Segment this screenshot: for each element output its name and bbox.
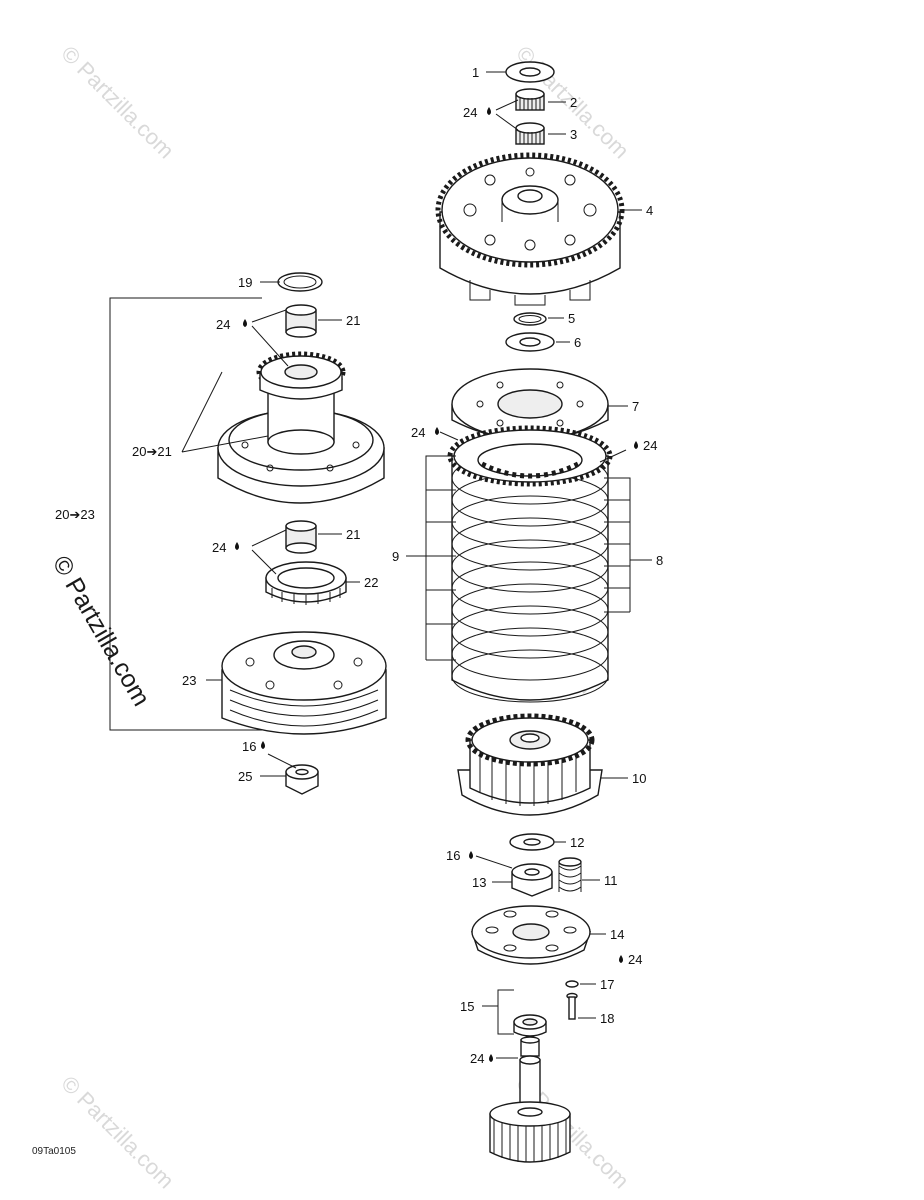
callout-24-bearings: 24	[463, 105, 477, 120]
part-18-screw	[566, 992, 578, 1020]
part-13-nut	[511, 863, 553, 897]
callout-22: 22	[364, 575, 378, 590]
callout-17: 17	[600, 977, 614, 992]
callout-9: 9	[392, 549, 399, 564]
watermark-main: © Partzilla.com	[47, 551, 155, 711]
drop-icon	[469, 851, 473, 859]
callout-10: 10	[632, 771, 646, 786]
callout-24-plate-left: 24	[411, 425, 425, 440]
callout-24-shaft: 24	[470, 1051, 484, 1066]
part-4-clutch-housing-gear	[435, 152, 625, 306]
part-12-washer	[509, 833, 555, 851]
callout-6: 6	[574, 335, 581, 350]
callout-24-upper-bushing: 24	[216, 317, 230, 332]
part-19-ring	[277, 272, 323, 292]
callout-labels: 1 2 24 3 4 5 6 7 24 24 8 9 10 12 16 13 1…	[55, 65, 663, 1066]
drop-icon	[619, 955, 623, 963]
part-3-needle-bearing	[515, 122, 545, 145]
part-1-washer	[505, 61, 555, 83]
callout-8: 8	[656, 553, 663, 568]
part-25-nut	[285, 764, 319, 795]
part-7-pressure-plate	[451, 368, 609, 441]
drop-icon	[235, 542, 239, 550]
part-21-bushing-upper	[285, 304, 317, 338]
drop-icon	[489, 1054, 493, 1062]
callout-3: 3	[570, 127, 577, 142]
part-10-clutch-hub	[457, 713, 603, 816]
callout-20-to-21: 20➔21	[132, 444, 172, 459]
callout-24-plate-right: 24	[643, 438, 657, 453]
callout-12: 12	[570, 835, 584, 850]
callout-23: 23	[182, 673, 196, 688]
drop-icon	[435, 427, 439, 435]
callout-21-upper: 21	[346, 313, 360, 328]
leader-lines	[109, 71, 652, 1059]
callout-24-retainer: 24	[628, 952, 642, 967]
drop-icon	[634, 441, 638, 449]
callout-13: 13	[472, 875, 486, 890]
diagram-code: 09Ta0105	[32, 1146, 76, 1157]
part-23-drive-hub	[221, 631, 387, 735]
lube-drop-icons	[235, 107, 638, 1062]
callout-24-lower-bushing: 24	[212, 540, 226, 555]
part-22-one-way-clutch	[265, 561, 347, 605]
callout-19: 19	[238, 275, 252, 290]
callout-11: 11	[604, 873, 618, 888]
callout-4: 4	[646, 203, 653, 218]
callout-16-left: 16	[242, 739, 256, 754]
callout-15: 15	[460, 999, 474, 1014]
part-21-bushing-lower	[285, 520, 317, 554]
callout-21-lower: 21	[346, 527, 360, 542]
callout-5: 5	[568, 311, 575, 326]
callout-18: 18	[600, 1011, 614, 1026]
drop-icon	[487, 107, 491, 115]
part-20-drum-gear-assembly	[217, 351, 385, 504]
callout-20-to-23: 20➔23	[55, 507, 95, 522]
callout-14: 14	[610, 927, 624, 942]
shaft-with-gear	[489, 1055, 571, 1163]
part-14-retainer-plate	[471, 905, 591, 965]
drop-icon	[243, 319, 247, 327]
part-11-spring	[558, 857, 582, 892]
part-17-washer	[565, 980, 579, 988]
part-6-washer	[505, 332, 555, 352]
drop-icon	[261, 741, 265, 749]
watermark-top-left: © Partzilla.com	[56, 41, 179, 164]
callout-7: 7	[632, 399, 639, 414]
parts-8-9-clutch-plate-stack	[447, 425, 613, 703]
part-2-needle-bearing	[515, 88, 545, 111]
watermark-bottom-left: © Partzilla.com	[56, 1071, 179, 1194]
callout-25: 25	[238, 769, 252, 784]
callout-1: 1	[472, 65, 479, 80]
callout-2: 2	[570, 95, 577, 110]
callout-16-right: 16	[446, 848, 460, 863]
part-15-bearing-assembly	[513, 1014, 547, 1057]
part-5-o-ring	[513, 312, 547, 326]
